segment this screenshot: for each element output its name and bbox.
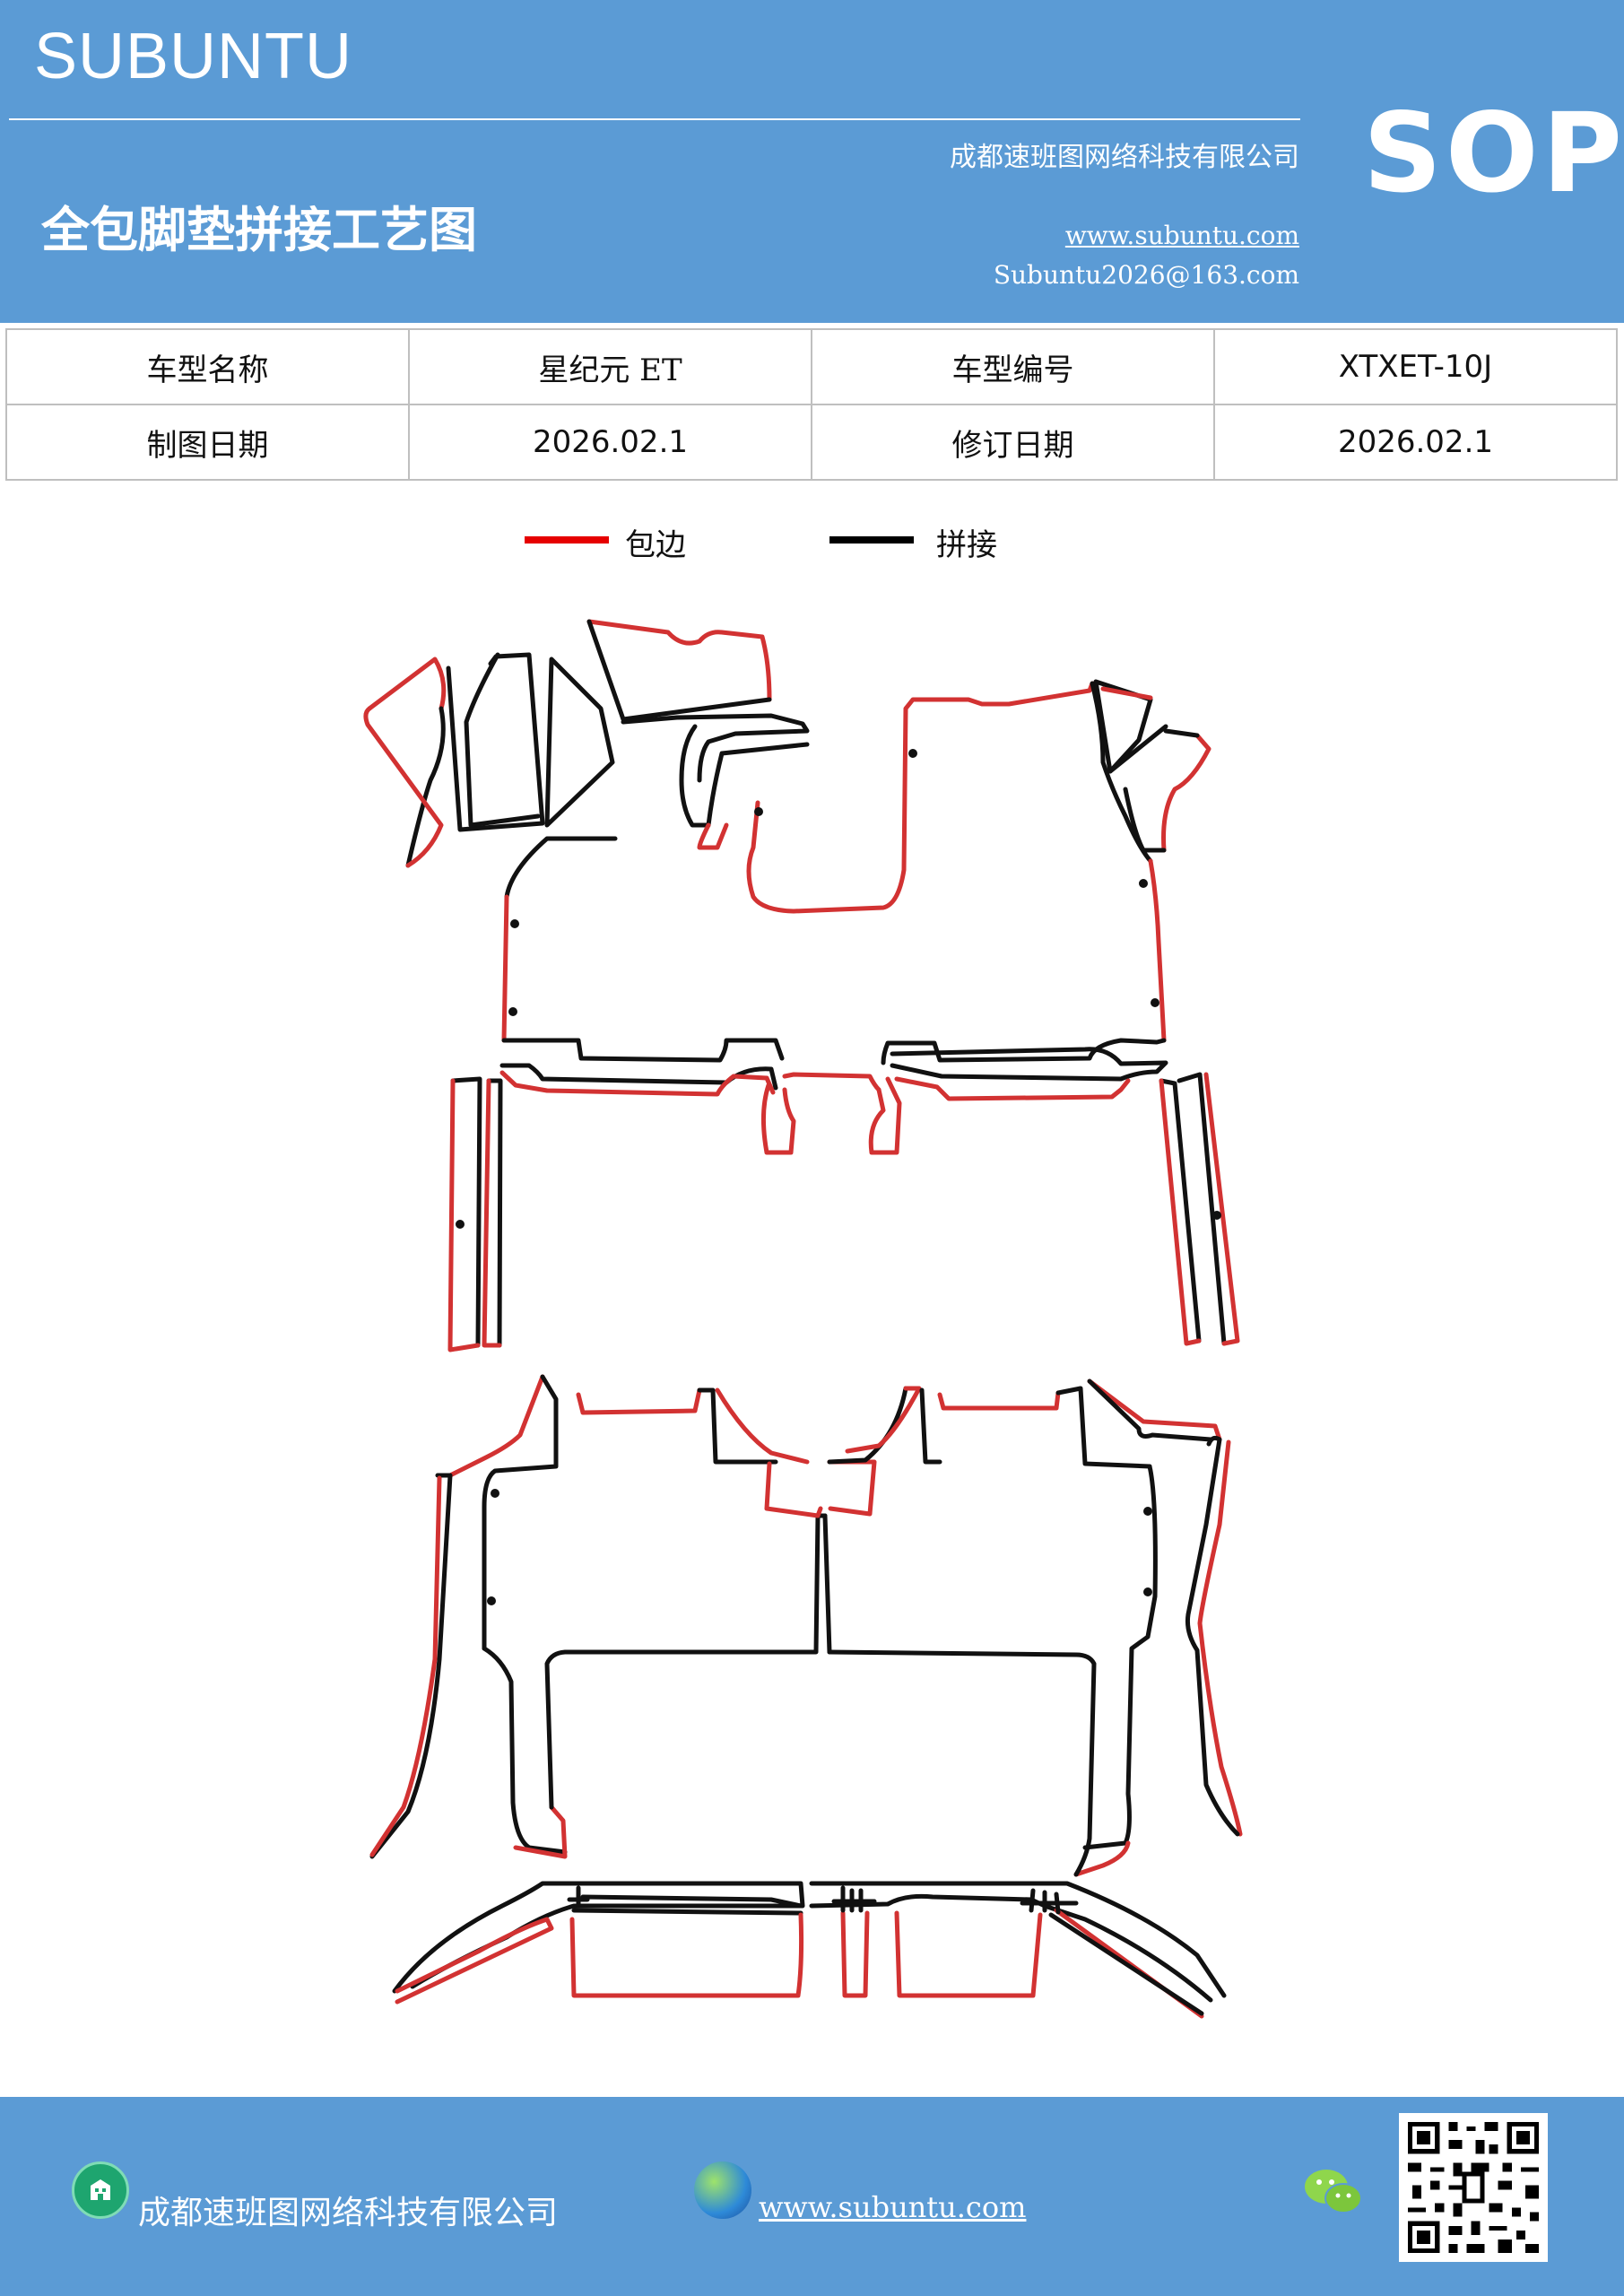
table-row: 制图日期 2026.02.1 修订日期 2026.02.1 <box>5 404 1618 481</box>
mat-piece <box>586 619 772 722</box>
model-name-label: 车型名称 <box>5 328 410 405</box>
legend-seam-label: 拼接 <box>936 527 997 563</box>
vehicle-info-table: 车型名称 星纪元 ET 车型编号 XTXET-10J 制图日期 2026.02.… <box>5 328 1618 481</box>
mat-piece <box>446 652 545 832</box>
mat-piece <box>363 657 447 868</box>
website-link[interactable]: www.subuntu.com <box>1064 221 1299 250</box>
rear-main-mat <box>369 1374 1243 1877</box>
globe-icon <box>694 2161 751 2219</box>
center-tab <box>760 1083 796 1155</box>
document-title: 全包脚垫拼接工艺图 <box>41 201 477 258</box>
front-main-mat <box>501 679 1211 1065</box>
building-icon <box>72 2161 129 2219</box>
seam-marks <box>567 1885 1079 1915</box>
side-strip-left <box>447 1076 503 1352</box>
mat-piece <box>464 652 541 828</box>
legend-trim-line <box>525 536 609 544</box>
legend-seam-line <box>829 536 914 544</box>
wechat-icon[interactable] <box>1302 2165 1365 2219</box>
legend: 包边 拼接 <box>0 520 1624 574</box>
center-tab <box>868 1076 902 1155</box>
front-strip <box>499 1063 778 1097</box>
draw-date-value: 2026.02.1 <box>408 404 812 481</box>
mat-piece <box>679 724 810 828</box>
model-code-label: 车型编号 <box>811 328 1215 405</box>
rear-sill-left <box>392 1881 805 2005</box>
mat-piece <box>544 657 615 828</box>
footer-company-name: 成都速班图网络科技有限公司 <box>138 2195 559 2231</box>
legend-trim-label: 包边 <box>625 527 686 563</box>
sop-badge: SOP <box>1363 90 1624 217</box>
brand-name: SUBUNTU <box>34 21 353 92</box>
email-address: Subuntu2026@163.com <box>993 260 1299 290</box>
draw-date-label: 制图日期 <box>5 404 410 481</box>
footer-website-link[interactable]: www.subuntu.com <box>759 2190 1027 2224</box>
side-strip-right <box>1159 1072 1240 1346</box>
center-bridge <box>782 1072 881 1092</box>
mat-piece <box>697 822 729 850</box>
table-row: 车型名称 星纪元 ET 车型编号 XTXET-10J <box>5 328 1618 405</box>
model-code-value: XTXET-10J <box>1213 328 1618 405</box>
revision-date-value: 2026.02.1 <box>1213 404 1618 481</box>
mat-piece <box>621 713 810 783</box>
rear-sill-center <box>809 1881 1227 2019</box>
qr-code <box>1399 2113 1548 2262</box>
page-header: SUBUNTU 成都速班图网络科技有限公司 全包脚垫拼接工艺图 www.subu… <box>0 0 1624 323</box>
front-strip <box>890 1047 1168 1101</box>
company-name: 成都速班图网络科技有限公司 <box>950 142 1299 173</box>
header-rule <box>9 118 1300 120</box>
floor-mat-diagram <box>363 619 1243 2019</box>
model-name-value: 星纪元 ET <box>408 328 812 405</box>
revision-date-label: 修订日期 <box>811 404 1215 481</box>
alignment-dots <box>456 749 1221 1605</box>
page-footer: 成都速班图网络科技有限公司 www.subuntu.com <box>0 2097 1624 2296</box>
